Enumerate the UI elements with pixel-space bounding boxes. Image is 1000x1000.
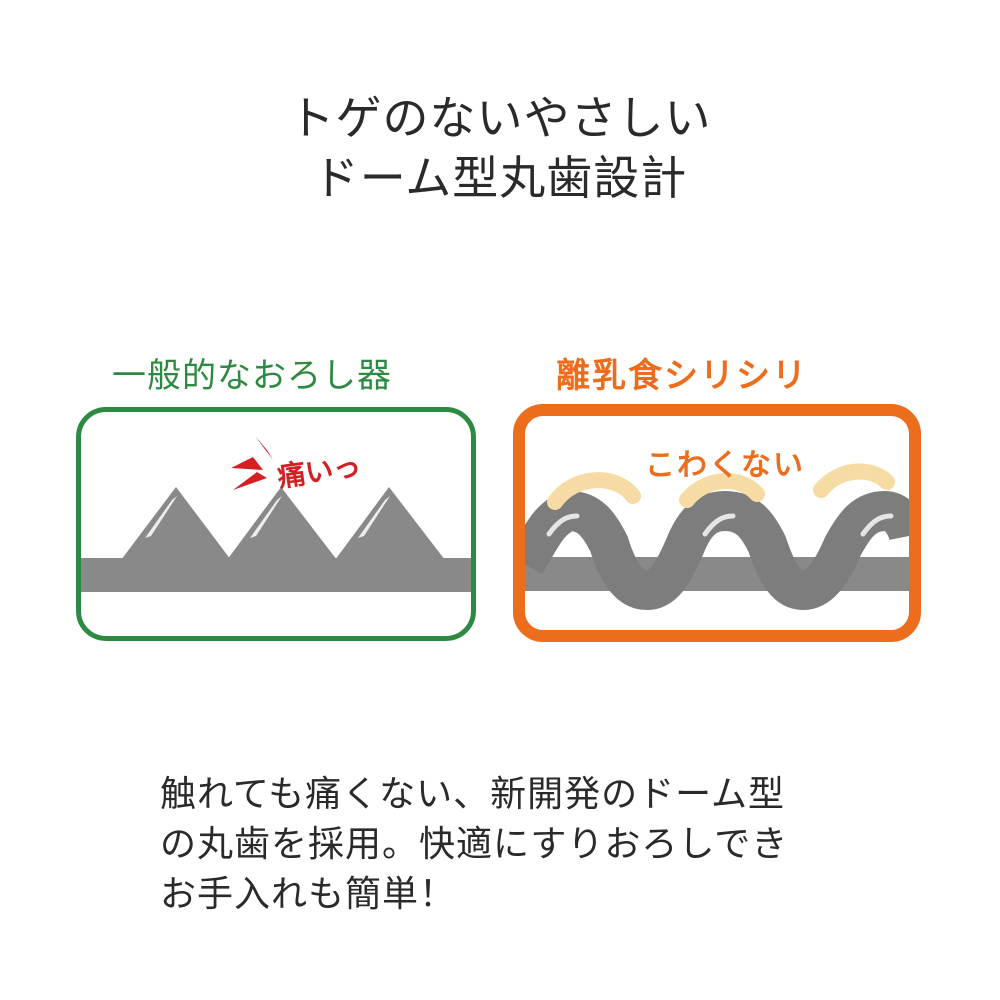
grater-base bbox=[81, 558, 471, 592]
pain-burst-icon bbox=[231, 436, 273, 490]
soft-arc-1 bbox=[547, 472, 641, 510]
sharp-tooth-1 bbox=[121, 487, 231, 560]
sharp-tooth-2 bbox=[227, 487, 337, 560]
rounded-teeth-illustration bbox=[525, 463, 909, 611]
description-line-2: の丸歯を採用。快適にすりおろしでき bbox=[160, 824, 789, 865]
soft-arc-3 bbox=[813, 463, 895, 498]
product-label: 離乳食シリシリ bbox=[556, 356, 808, 396]
description-line-1: 触れても痛くない、新開発のドーム型 bbox=[160, 774, 786, 815]
sharp-tooth-3 bbox=[335, 487, 445, 560]
title-line-2: ドーム型丸歯設計 bbox=[312, 151, 688, 205]
page-title: トゲのないやさしい ドーム型丸歯設計 bbox=[0, 88, 1000, 208]
title-line-1: トゲのないやさしい bbox=[288, 91, 712, 145]
product-panel: こわくない bbox=[513, 404, 921, 642]
not-scary-text: こわくない bbox=[645, 448, 805, 483]
standard-grater-label: 一般的なおろし器 bbox=[112, 356, 392, 396]
sharp-teeth-illustration bbox=[81, 436, 471, 592]
standard-grater-panel: 痛いっ bbox=[76, 407, 476, 641]
soft-arc-2 bbox=[679, 473, 765, 508]
dome-wave bbox=[525, 490, 909, 611]
description: 触れても痛くない、新開発のドーム型 の丸歯を採用。快適にすりおろしでき お手入れ… bbox=[160, 770, 860, 920]
description-line-3: お手入れも簡単！ bbox=[160, 874, 457, 915]
